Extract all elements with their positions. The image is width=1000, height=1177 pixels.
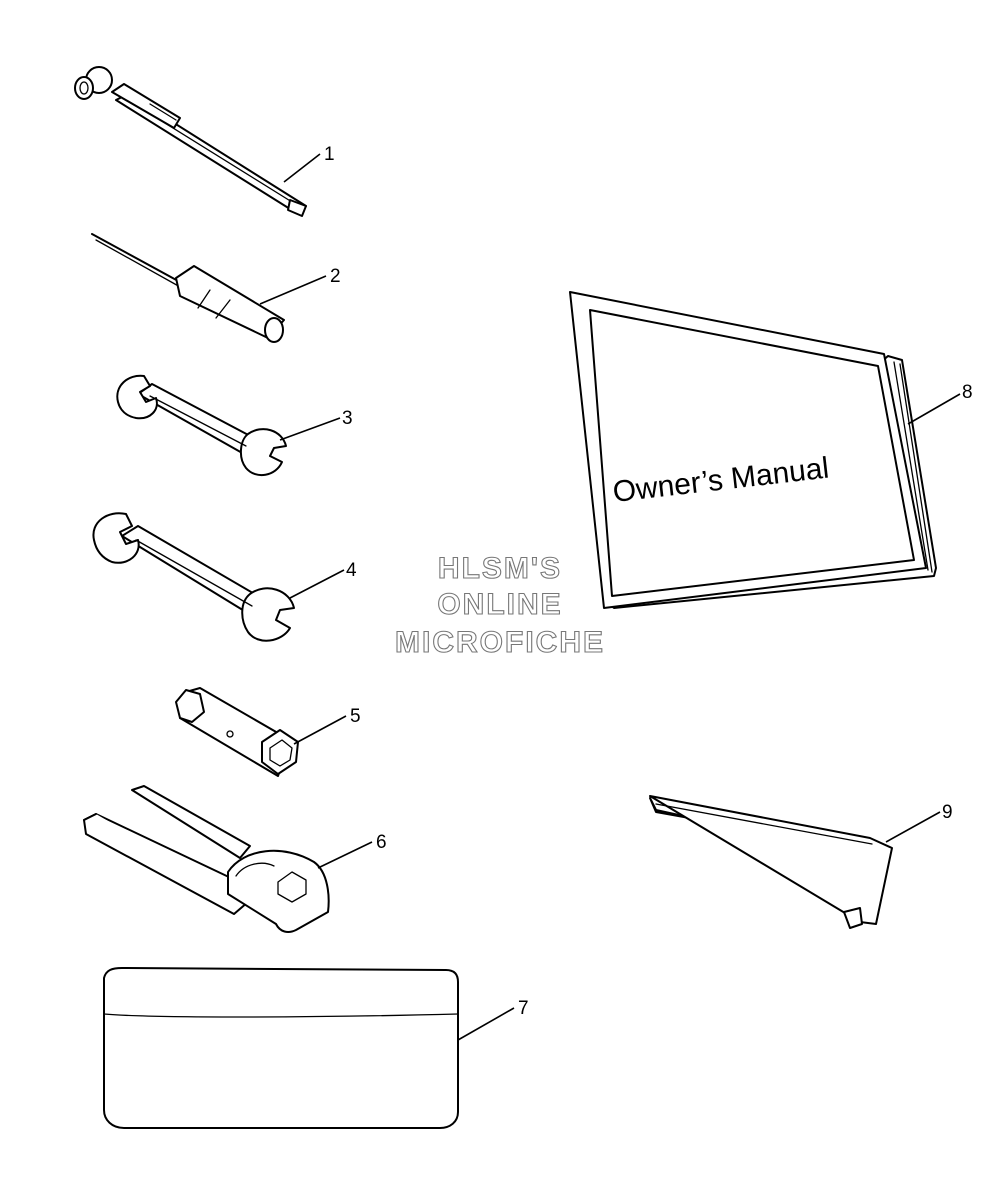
callout-5: 5: [350, 706, 361, 727]
callout-8: 8: [962, 382, 973, 403]
watermark-line-1: HLSM'S: [438, 552, 562, 585]
part-2-screwdriver: [91, 233, 285, 343]
callout-2: 2: [330, 266, 341, 287]
leader-line-9: [885, 811, 941, 843]
watermark: HLSM'S ONLINE MICROFICHE: [394, 551, 605, 659]
leader-line-5: [293, 715, 347, 745]
part-4-wrench-large: [92, 512, 295, 642]
part-7-tool-bag: [103, 967, 459, 1129]
part-8-owners-manual: Owner’s Manual: [569, 291, 937, 609]
part-3-wrench-small: [116, 374, 287, 477]
callout-3: 3: [342, 408, 353, 429]
leader-line-8: [907, 393, 961, 425]
leader-line-1: [283, 153, 321, 183]
leader-line-4: [289, 569, 345, 599]
callout-1: 1: [324, 144, 335, 165]
part-9-hex-key: [649, 795, 893, 929]
watermark-line-3: MICROFICHE: [395, 626, 605, 659]
part-5-box-wrench: [175, 687, 299, 777]
leader-line-7: [457, 1007, 515, 1041]
callout-7: 7: [518, 998, 529, 1019]
leader-line-2: [259, 275, 327, 305]
part-6-handle-spanner: [83, 785, 330, 933]
callout-6: 6: [376, 832, 387, 853]
callout-9: 9: [942, 802, 953, 823]
callout-4: 4: [346, 560, 357, 581]
leader-line-3: [279, 417, 341, 441]
leader-line-6: [317, 841, 373, 869]
part-1-tire-gauge: [74, 66, 307, 217]
watermark-line-2: ONLINE: [437, 588, 562, 621]
